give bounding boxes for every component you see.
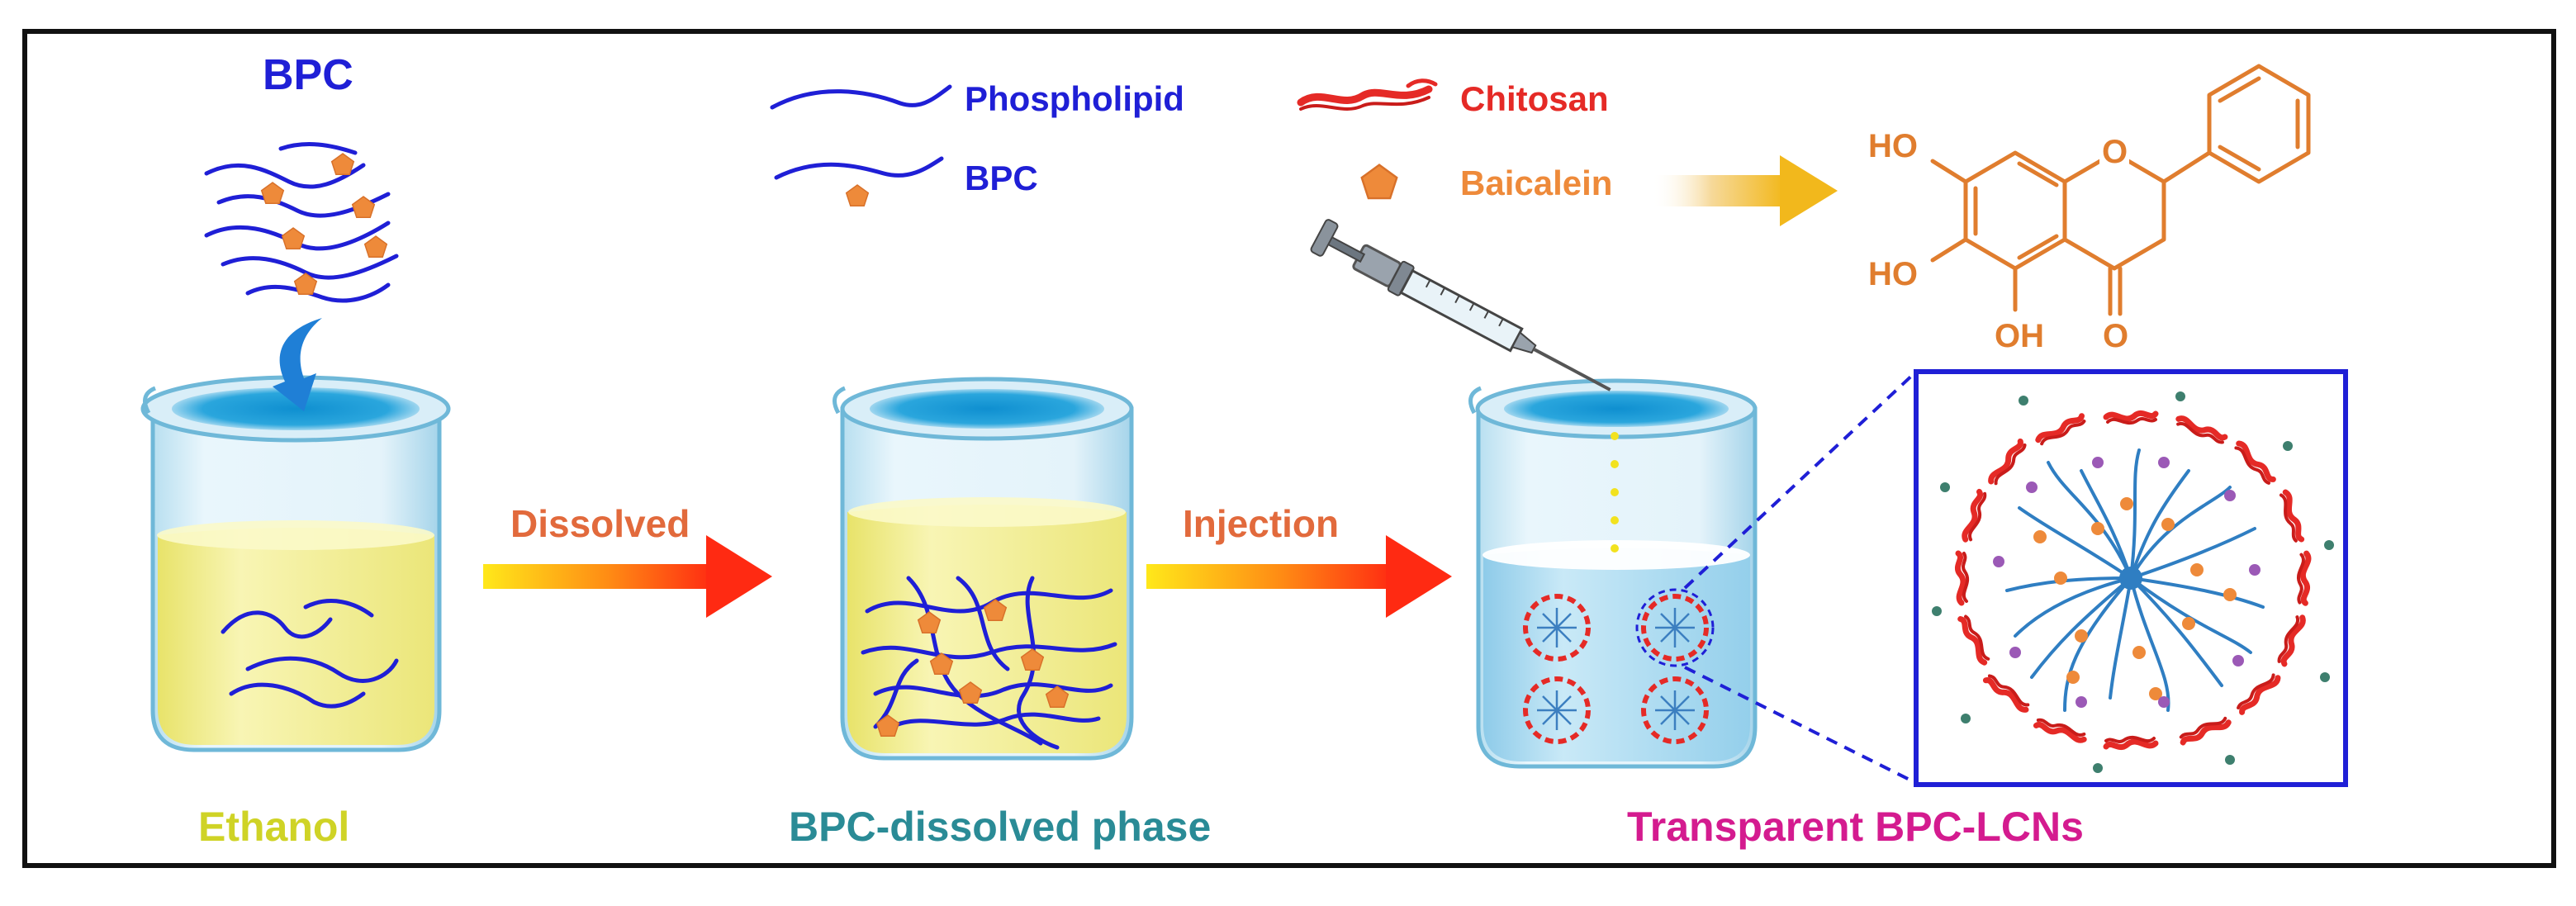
counter-ions (1932, 391, 2334, 773)
structure-pointer-arrow (1652, 155, 1838, 226)
mini-nanoparticles (1523, 588, 1715, 744)
phospholipid-core (2005, 448, 2265, 712)
syringe (1310, 219, 1611, 391)
legend: Phospholipid BPC Chitosan Baicalein (770, 78, 1612, 207)
legend-phospholipid-label: Phospholipid (965, 79, 1184, 118)
dissolved-label: Dissolved (510, 502, 690, 545)
beaker-bpc-dissolved (833, 377, 1134, 761)
dissolved-strands (861, 576, 1117, 750)
caption-transparent: Transparent BPC-LCNs (1627, 804, 2084, 850)
zoom-connectors (1683, 370, 1918, 785)
drop-arrow (273, 318, 322, 411)
caption-bpc-dissolved: BPC-dissolved phase (789, 804, 1211, 850)
beaker-ethanol (140, 375, 451, 752)
atom-o-ring: O (2102, 134, 2128, 170)
atom-oh-bottom: OH (1995, 318, 2044, 354)
legend-bpc-label: BPC (965, 159, 1038, 197)
injection-drops (1611, 432, 1619, 553)
legend-phospholipid-icon (770, 84, 952, 110)
legend-chitosan-icon (1297, 78, 1438, 111)
beaker-lcns (1468, 378, 1758, 769)
injection-arrow (1146, 535, 1452, 618)
caption-ethanol: Ethanol (198, 804, 349, 850)
nanoparticle-zoom-box (1914, 369, 2348, 787)
atom-ho-mid: HO (1868, 256, 1918, 292)
bpc-top-label: BPC (263, 51, 353, 99)
figure-frame (22, 29, 2556, 868)
atom-ho-top: HO (1868, 128, 1918, 164)
baicalein-atom-labels: HO HO OH O O (1868, 128, 2129, 354)
legend-baicalein-label: Baicalein (1460, 164, 1612, 202)
legend-chitosan-label: Chitosan (1460, 79, 1609, 118)
bpc-cluster (204, 142, 399, 411)
baicalein-dots (2033, 497, 2237, 700)
legend-baicalein-icon (1360, 164, 1398, 200)
ethanol-strands (221, 599, 399, 709)
legend-bpc-icon (774, 156, 944, 180)
atom-o-keto: O (2103, 318, 2128, 354)
injection-label: Injection (1183, 502, 1339, 545)
baicalein-structure (1930, 64, 2311, 316)
dissolved-arrow (483, 535, 772, 618)
